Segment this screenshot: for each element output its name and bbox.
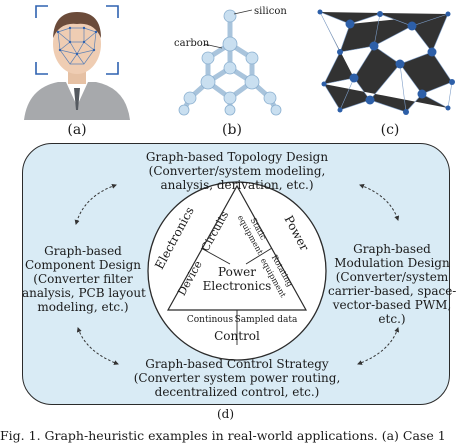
caption-d: (d) — [217, 407, 235, 421]
sampled-data-label: Sampled data — [235, 315, 298, 325]
topology-design-label: Graph-based Topology Design (Converter/s… — [100, 150, 374, 192]
topology-desc-1: (Converter/system modeling, — [148, 164, 326, 178]
continous-label: Continous — [187, 315, 234, 325]
control-desc-1: (Converter system power routing, — [133, 371, 341, 385]
caption-a: (a) — [67, 122, 87, 138]
center-label-line1: Power — [218, 265, 256, 279]
arrow-bottom-left — [76, 327, 119, 365]
molecule-image: silicon carbon — [174, 6, 287, 116]
modulation-desc-2: carrier-based, space- — [328, 284, 457, 298]
topology-desc-2: analysis, derivation, etc.) — [160, 178, 314, 192]
face-mesh-image — [14, 2, 140, 120]
arrow-bottom-right — [357, 327, 400, 365]
modulation-desc-1: (Converter/system — [335, 270, 449, 284]
arrow-top-left — [74, 183, 117, 225]
modulation-desc-4: etc.) — [378, 312, 406, 326]
component-desc-2: analysis, PCB layout — [22, 286, 146, 300]
modulation-desc-3: vector-based PWM, — [332, 298, 452, 312]
power-electronics-circle — [147, 181, 327, 361]
figure-caption: Fig. 1. Graph-heuristic examples in real… — [0, 428, 446, 443]
carbon-label: carbon — [174, 38, 210, 49]
caption-c: (c) — [380, 122, 400, 138]
network-image — [317, 9, 455, 115]
arrow-top-right — [359, 184, 400, 221]
component-desc-1: (Converter filter — [33, 272, 133, 286]
control-strategy-label: Graph-based Control Strategy (Converter … — [120, 357, 354, 399]
component-desc-3: modeling, etc.) — [37, 300, 129, 314]
modulation-title-1: Graph-based — [353, 242, 431, 256]
caption-b: (b) — [222, 122, 242, 138]
modulation-title-2: Modulation Design — [334, 256, 450, 270]
silicon-label: silicon — [254, 6, 287, 17]
component-design-label: Graph-based Component Design (Converter … — [22, 244, 146, 314]
modulation-design-label: Graph-based Modulation Design (Converter… — [328, 242, 456, 326]
topology-title: Graph-based Topology Design — [145, 150, 329, 164]
control-title: Graph-based Control Strategy — [145, 357, 329, 371]
control-desc-2: decentralized control, etc.) — [154, 385, 320, 399]
component-title-2: Component Design — [24, 258, 141, 272]
component-title-1: Graph-based — [44, 244, 122, 258]
center-label-line2: Electronics — [203, 279, 272, 293]
control-label: Control — [214, 329, 260, 343]
